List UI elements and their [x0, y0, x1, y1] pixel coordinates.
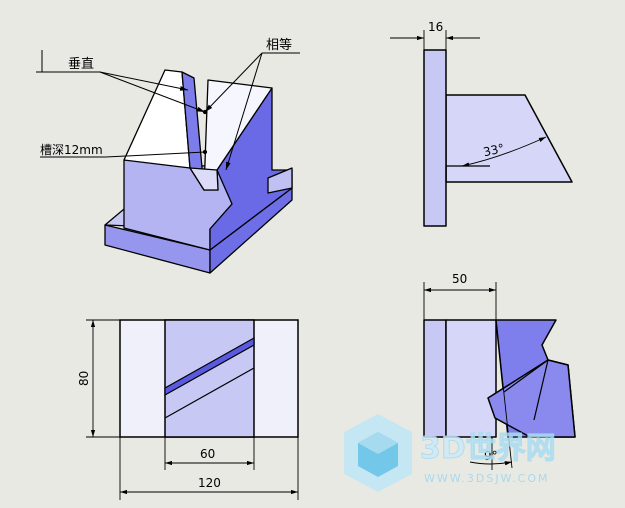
equal-label: 相等: [266, 37, 292, 53]
right-view: [423, 319, 576, 438]
front-center-block: [164, 319, 255, 438]
watermark-title: 3D世界网: [420, 431, 556, 466]
front-view: [119, 319, 299, 438]
front-width-label: 120: [198, 476, 221, 490]
isometric-view: [104, 69, 293, 274]
right-dimensions: [423, 282, 513, 470]
iso-annotations: [36, 50, 300, 171]
watermark-url: WWW.3DSJW.COM: [424, 472, 550, 485]
watermark-cube-icon: [344, 414, 412, 492]
perpendicular-label: 垂直: [68, 57, 94, 72]
right-upright-face: [423, 319, 447, 438]
side-dimensions: [390, 30, 547, 167]
side-width-label: 16: [428, 20, 443, 34]
slot-depth-label: 槽深12mm: [40, 143, 103, 157]
side-slope-face: [445, 94, 573, 183]
right-width-label: 50: [452, 272, 467, 286]
step-top-face: [267, 167, 293, 194]
side-angle-label: 33°: [482, 141, 506, 159]
front-height-label: 80: [77, 371, 91, 386]
right-body-face: [445, 319, 497, 438]
front-slot-dark: [164, 336, 255, 397]
side-upright-face: [423, 49, 447, 227]
slot-cut-wall: [189, 167, 219, 191]
right-angle-label: 9°: [484, 449, 498, 463]
side-view: [423, 49, 573, 227]
front-dimensions: [86, 319, 299, 500]
front-slot-label: 60: [200, 447, 215, 461]
watermark: 3D世界网 WWW.3DSJW.COM: [344, 414, 556, 492]
